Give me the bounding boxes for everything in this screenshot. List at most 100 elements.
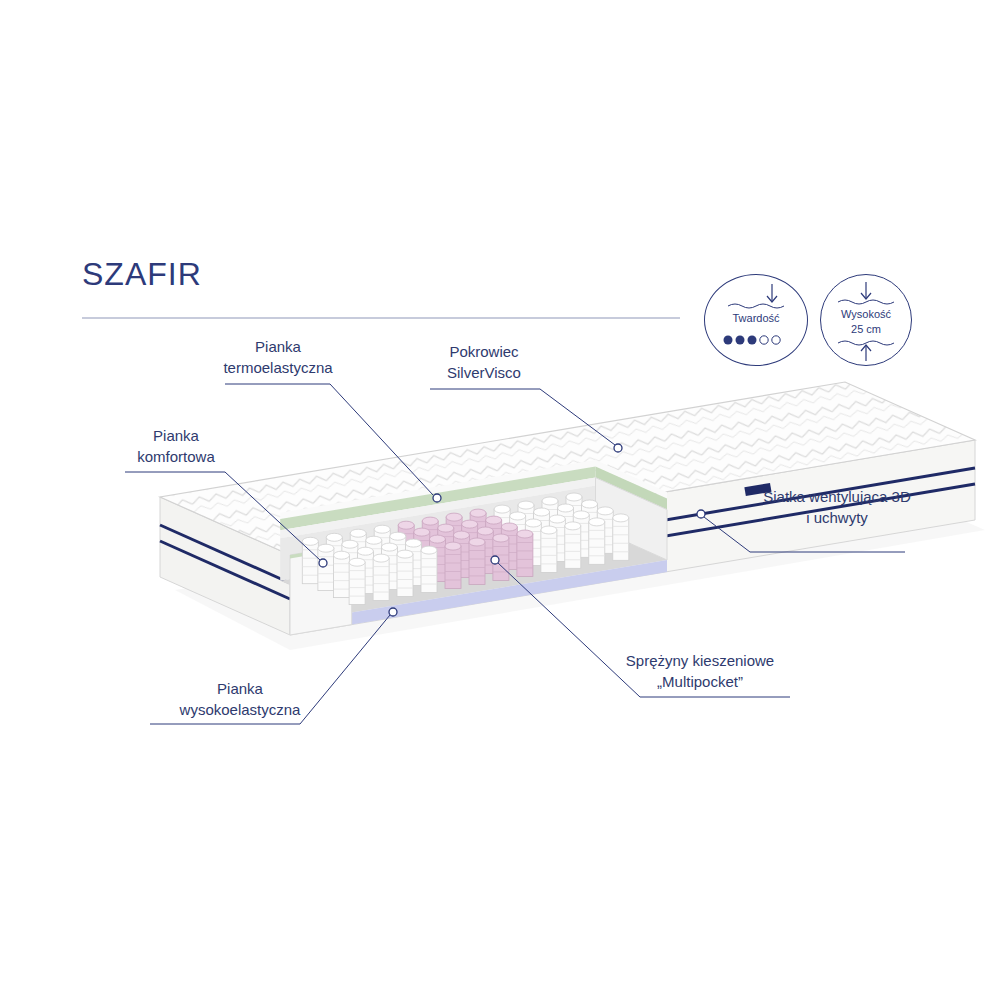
spring-band [421, 558, 437, 559]
pocket-spring [613, 518, 629, 560]
spring-top [422, 517, 438, 525]
spring-top [398, 521, 414, 529]
spring-band [421, 575, 437, 576]
spring-band [589, 547, 605, 548]
spring-band [318, 556, 334, 557]
spring-band [302, 558, 318, 559]
height-icon [838, 282, 894, 361]
spring-band [541, 563, 557, 564]
spring-band [565, 551, 581, 552]
icon-circle: Twardość [704, 274, 808, 366]
spring-top [381, 543, 397, 551]
spring-band [445, 554, 461, 555]
pocket-spring [469, 542, 485, 584]
spring-top [318, 544, 334, 552]
spring-band [565, 542, 581, 543]
spring-top [334, 551, 350, 559]
spring-top [597, 507, 613, 515]
spring-band [421, 567, 437, 568]
spring-top [510, 512, 526, 520]
spring-band [302, 549, 318, 550]
spring-top [493, 534, 509, 542]
spring-top [566, 493, 582, 501]
spring-band [349, 596, 365, 597]
spring-band [613, 526, 629, 527]
spring-top [438, 524, 454, 532]
spring-top [357, 547, 373, 555]
spring-top [366, 536, 382, 544]
pocket-spring [421, 550, 437, 592]
spring-band [397, 579, 413, 580]
leader-lines [125, 384, 905, 724]
spring-band [373, 592, 389, 593]
icon-label: Wysokość 25 cm [834, 307, 898, 337]
callout-label: Siatka wentylująca 3D i uchwyty [762, 486, 912, 528]
spring-top [397, 550, 413, 558]
spring-band [445, 571, 461, 572]
leader-dots [319, 444, 705, 616]
spring-band [302, 575, 318, 576]
spring-top [541, 526, 557, 534]
pocket-spring [334, 555, 350, 597]
spring-top [494, 505, 510, 513]
spring-top [534, 508, 550, 516]
spring-band [469, 567, 485, 568]
spring-band [373, 575, 389, 576]
pocket-spring [302, 541, 318, 583]
callout-label: Pianka komfortowa [121, 425, 231, 467]
spring-band [334, 572, 350, 573]
pocket-spring [397, 554, 413, 596]
pocket-spring [517, 534, 533, 576]
spring-band [589, 538, 605, 539]
spring-top [525, 519, 541, 527]
spring-top [414, 528, 430, 536]
spring-top [429, 535, 445, 543]
spring-top [405, 539, 421, 547]
spring-top [350, 529, 366, 537]
pocket-spring [541, 530, 557, 572]
callout-label: Pokrowiec SilverVisco [419, 341, 549, 383]
spring-top [558, 504, 574, 512]
mattress-body [160, 382, 985, 650]
pocket-spring [349, 562, 365, 604]
spring-band [445, 563, 461, 564]
spring-top [469, 538, 485, 546]
spring-band [397, 562, 413, 563]
spring-band [517, 542, 533, 543]
spring-band [589, 555, 605, 556]
spring-top [501, 523, 517, 531]
spring-band [334, 589, 350, 590]
pocket-spring [373, 558, 389, 600]
spring-top [486, 516, 502, 524]
callout-label: Pianka termoelastyczna [203, 336, 353, 378]
spring-grid [302, 493, 629, 605]
spring-band [613, 551, 629, 552]
spring-top [470, 509, 486, 517]
spring-top [445, 542, 461, 550]
spring-top [542, 497, 558, 505]
callout-label: Sprężyny kieszeniowe „Multipocket” [605, 650, 795, 692]
spring-band [349, 587, 365, 588]
diagram-title: SZAFIR [82, 256, 202, 293]
spring-band [541, 546, 557, 547]
spring-top [613, 514, 629, 522]
spring-band [373, 583, 389, 584]
spring-top [390, 532, 406, 540]
spring-band [445, 580, 461, 581]
spring-band [517, 559, 533, 560]
spring-band [349, 570, 365, 571]
icon-circle: Wysokość 25 cm [820, 274, 912, 366]
spring-band [349, 579, 365, 580]
spring-top [373, 554, 389, 562]
title-rule [82, 318, 680, 319]
spring-top [453, 531, 469, 539]
spring-top [302, 537, 318, 545]
spring-top [582, 500, 598, 508]
spring-band [334, 580, 350, 581]
spring-band [318, 582, 334, 583]
spring-band [469, 575, 485, 576]
spring-top [421, 546, 437, 554]
spring-top [477, 527, 493, 535]
cutaway [280, 460, 667, 635]
